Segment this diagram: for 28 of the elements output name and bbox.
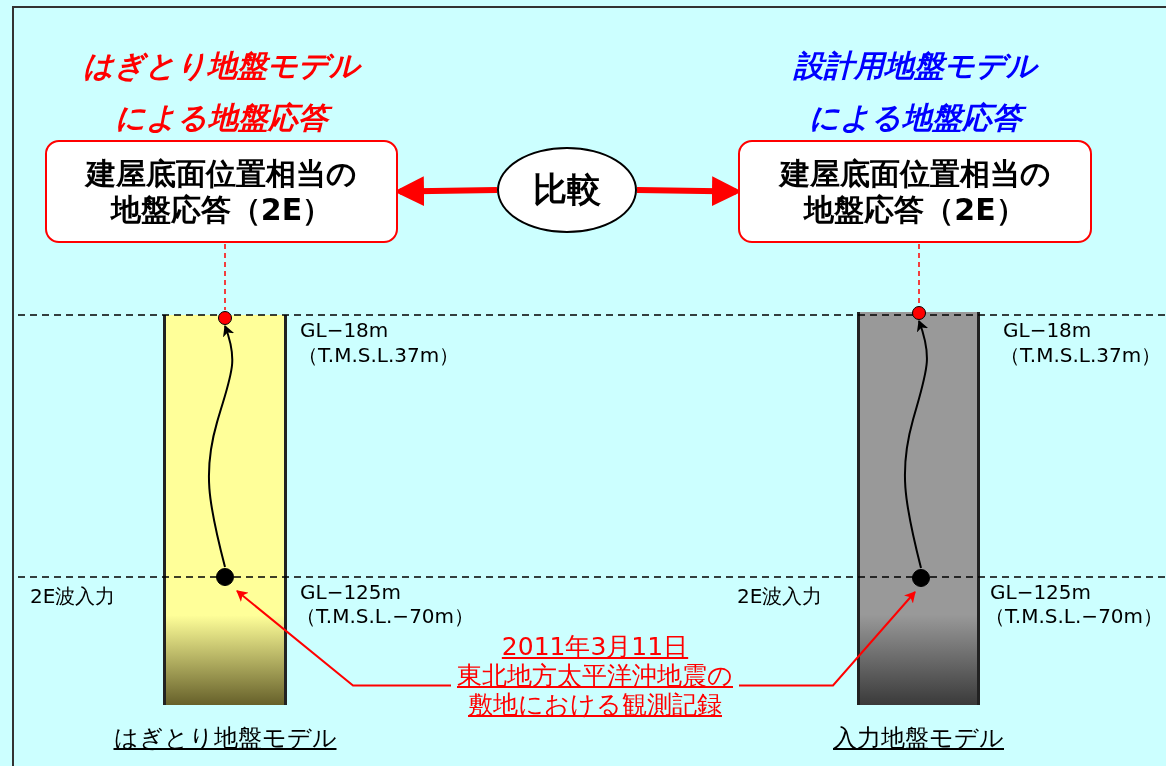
comparison-ellipse: 比較	[497, 147, 637, 233]
level-label: 2E波入力	[30, 584, 116, 608]
arrow	[236, 590, 452, 687]
arrow	[738, 591, 916, 687]
level-label: 2E波入力	[737, 584, 823, 608]
level-label: （T.M.S.L.37m）	[1000, 343, 1162, 367]
level-label: GL−18m	[1003, 318, 1092, 342]
level-label: （T.M.S.L.−70m）	[985, 604, 1164, 628]
response-box: 建屋底面位置相当の地盤応答（2E）	[45, 140, 398, 243]
point-marker	[912, 306, 926, 320]
dashed-connector	[918, 243, 920, 306]
point-marker	[912, 569, 930, 587]
level-label: GL−125m	[300, 580, 402, 604]
dashed-connector	[224, 243, 226, 311]
heading: 設計用地盤モデルによる地盤応答	[792, 47, 1040, 137]
arrow	[207, 325, 234, 568]
level-label: GL−18m	[300, 318, 389, 342]
model-caption: 入力地盤モデル	[833, 723, 1004, 754]
record-note: 東北地方太平洋沖地震の敷地における観測記録	[455, 661, 735, 719]
model-caption: はぎとり地盤モデル	[113, 723, 337, 754]
point-marker	[218, 311, 232, 325]
arrow	[903, 320, 928, 569]
response-box: 建屋底面位置相当の地盤応答（2E）	[738, 140, 1092, 243]
point-marker	[216, 568, 234, 586]
level-label: GL−125m	[990, 580, 1092, 604]
level-label: （T.M.S.L.37m）	[298, 343, 460, 367]
level-label: （T.M.S.L.−70m）	[296, 604, 475, 628]
heading: はぎとり地盤モデルによる地盤応答	[82, 47, 361, 137]
